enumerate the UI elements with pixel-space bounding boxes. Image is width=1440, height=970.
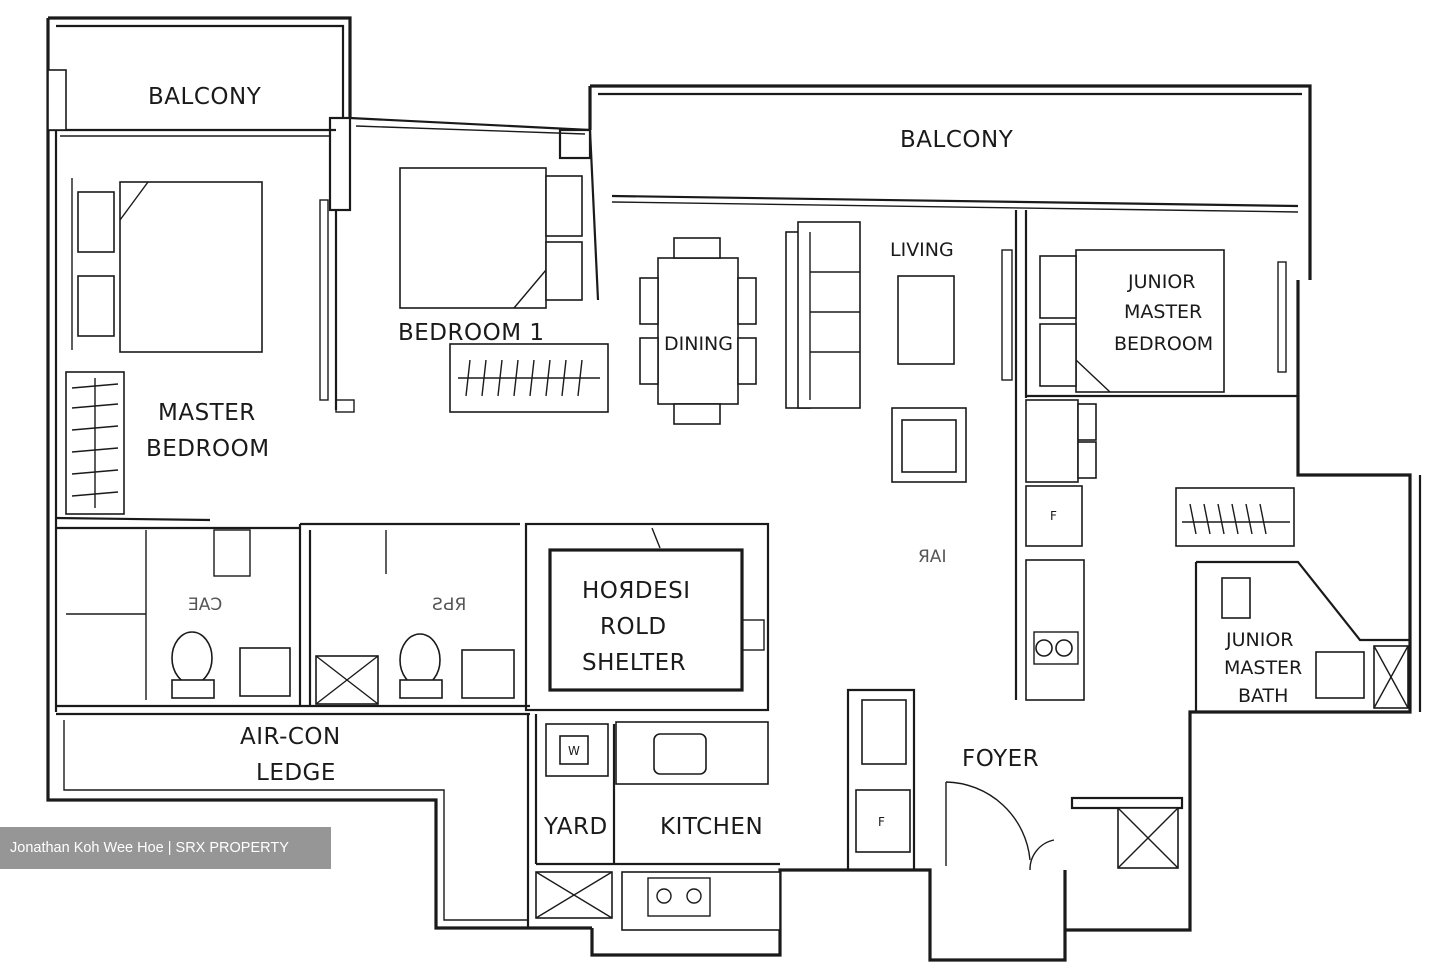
aircon-label-1: AIR-CON [240, 724, 341, 750]
aircon-ledge: AIR-CON LEDGE [63, 714, 530, 928]
watermark-label: Jonathan Koh Wee Hoe | SRX PROPERTY [0, 827, 331, 869]
side-counters: F ЯAI [918, 399, 1097, 701]
jmb-partition [1001, 210, 1028, 700]
bathrooms: ƎAƆ ƧԀЯ [55, 516, 530, 716]
shelter-label-2: ROLD [600, 614, 667, 640]
bedroom1-wardrobe-hangers [458, 359, 600, 397]
jm-bath-label-1: JUNIOR [1225, 629, 1293, 651]
left-balcony: BALCONY [47, 69, 336, 137]
yard-kitchen: W YARD KITCHEN [534, 714, 781, 931]
junior-master-bath: JUNIOR MASTER BATH [1175, 487, 1410, 712]
dining-area: DINING [639, 237, 757, 425]
living-mirrored-label: ЯAI [918, 547, 946, 567]
household-shelter: HOЯDESI ROLD SHELTER [524, 522, 770, 712]
aircon-label-2: LEDGE [256, 760, 336, 786]
foyer: F FOYER [846, 688, 1184, 871]
bedroom-1: BEDROOM 1 [349, 116, 609, 413]
kitchen-label: KITCHEN [660, 814, 763, 840]
master-bedroom: MASTER BEDROOM [65, 178, 270, 515]
jmb-label-2: MASTER [1124, 301, 1202, 323]
jmb-label-3: BEDROOM [1114, 333, 1213, 355]
main-balcony: BALCONY [611, 127, 1299, 213]
shelter-label-1: HOЯDESI [582, 578, 691, 604]
master-wardrobe-hangers [71, 378, 119, 508]
master-bedroom-label-2: BEDROOM [146, 436, 270, 462]
junior-master-bedroom: JUNIOR MASTER BEDROOM [1026, 249, 1298, 398]
balcony-main-label: BALCONY [900, 127, 1014, 153]
jmb-label-1: JUNIOR [1127, 271, 1195, 293]
jm-bath-label-3: BATH [1238, 685, 1288, 707]
living-label: LIVING [890, 239, 954, 261]
fridge-label: F [878, 815, 885, 829]
shelter-label-3: SHELTER [582, 650, 686, 676]
washer-label: W [568, 744, 580, 758]
partition-wall [319, 116, 355, 413]
foyer-label: FOYER [962, 746, 1039, 772]
master-bedroom-label-1: MASTER [158, 400, 256, 426]
yard-label: YARD [543, 814, 608, 840]
bath-2-mirrored-label: ƧԀЯ [432, 595, 466, 615]
bath-1-mirrored-label: ƎAƆ [188, 595, 222, 615]
dining-label: DINING [664, 333, 733, 355]
living-area: LIVING [785, 221, 967, 483]
bedroom-1-label: BEDROOM 1 [398, 320, 545, 346]
balcony-left-label: BALCONY [148, 84, 262, 110]
outer-walls [46, 16, 1422, 962]
fridge-2-label: F [1050, 509, 1057, 523]
jm-bath-label-2: MASTER [1224, 657, 1302, 679]
